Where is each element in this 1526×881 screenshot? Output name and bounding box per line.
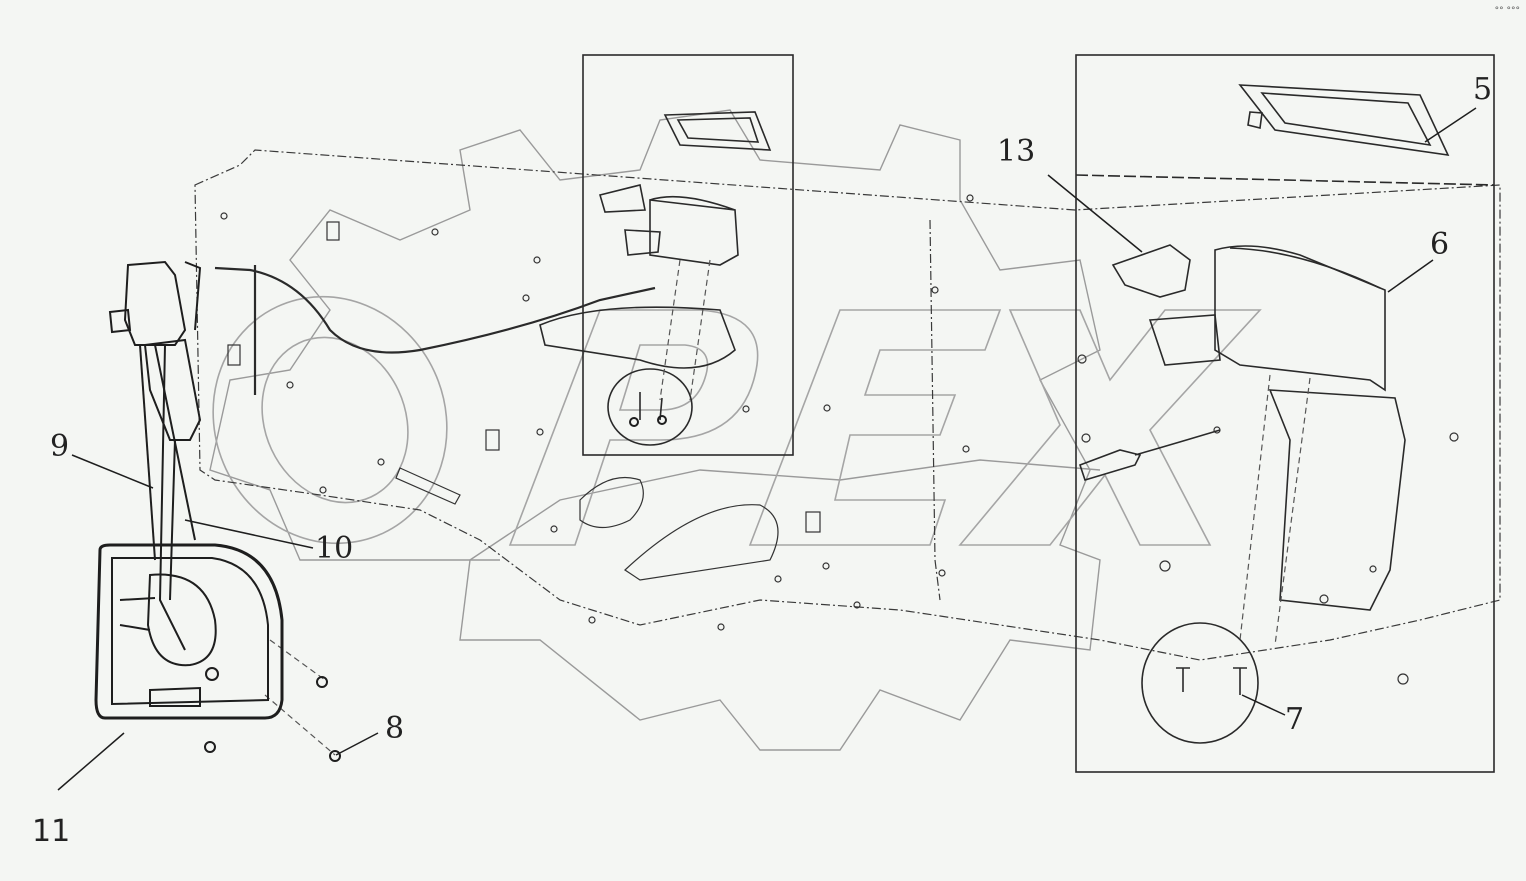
callout-7: 7 bbox=[1285, 702, 1305, 737]
panel-slots bbox=[227, 221, 821, 581]
watermark-gear bbox=[209, 109, 1101, 751]
detail-inset-center bbox=[539, 54, 794, 456]
callout-5: 5 bbox=[1473, 72, 1493, 107]
door-latch-assembly bbox=[108, 260, 202, 651]
callout-9: 9 bbox=[50, 429, 70, 464]
projection-lines bbox=[264, 259, 1311, 756]
panel-holes bbox=[220, 194, 1459, 685]
callout-8: 8 bbox=[385, 711, 405, 746]
remote-cable bbox=[214, 265, 656, 395]
screws bbox=[204, 415, 667, 762]
callout-10: 10 bbox=[315, 531, 354, 566]
leader-lines bbox=[57, 107, 1477, 791]
detail-inset-right bbox=[1075, 54, 1495, 773]
callout-11: 11 bbox=[32, 814, 71, 849]
callout-6: 6 bbox=[1430, 227, 1450, 262]
watermark-logo bbox=[212, 295, 1262, 546]
inner-handle-assembly bbox=[94, 543, 284, 720]
corner-mark: °° °°° bbox=[1494, 6, 1520, 16]
callout-13: 13 bbox=[997, 134, 1036, 169]
door-panel-outline bbox=[194, 149, 1501, 661]
